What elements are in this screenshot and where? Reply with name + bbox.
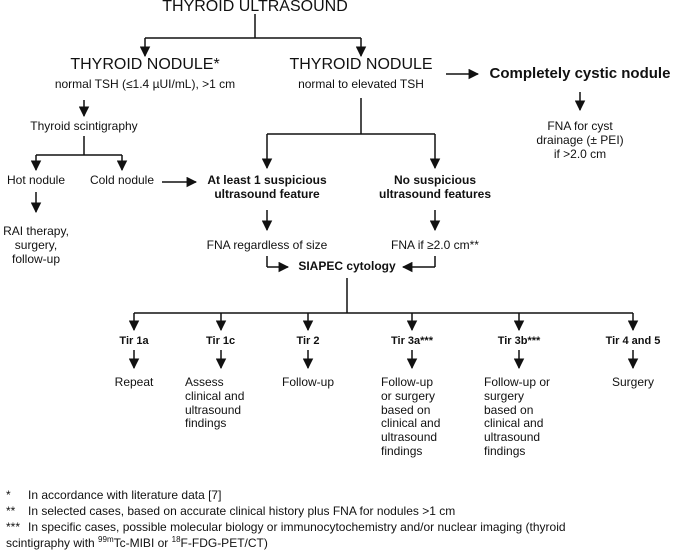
no-suspicious-feature: No suspicious ultrasound features	[378, 173, 492, 201]
cold-nodule: Cold nodule	[89, 173, 155, 187]
tir-label: Tir 1a	[119, 335, 149, 347]
tir-label: Tir 2	[296, 335, 320, 347]
thyroid-scintigraphy: Thyroid scintigraphy	[30, 119, 138, 133]
tir-label: Tir 4 and 5	[605, 335, 661, 347]
footnote-marker: **	[6, 504, 16, 518]
no-suspicious-fna: FNA if ≥2.0 cm**	[391, 238, 479, 252]
footnote-text: In accordance with literature data [7]	[28, 488, 222, 502]
connector-root	[145, 14, 361, 39]
footnote-3-continued: scintigraphy with 99mTc-MIBI or 18F-FDG-…	[6, 535, 268, 550]
footnote-3: *** In specific cases, possible molecular…	[6, 520, 566, 534]
tir-action: Follow-up or surgery based on clinical a…	[484, 375, 551, 458]
nodule-left-subtitle: normal TSH (≤1.4 µUI/mL), >1 cm	[54, 77, 236, 91]
footnote-text: In selected cases, based on accurate cli…	[28, 504, 456, 518]
cystic-nodule-action: FNA for cyst drainage (± PEI) if >2.0 cm	[536, 119, 624, 161]
diagram-title: THYROID ULTRASOUND	[162, 0, 348, 15]
tir-action: Follow-up or surgery based on clinical a…	[381, 375, 441, 458]
nodule-right-title: THYROID NODULE	[289, 56, 433, 73]
isotope-superscript: 99m	[98, 535, 114, 544]
tir-label: Tir 3b***	[497, 335, 541, 347]
hot-nodule: Hot nodule	[6, 173, 66, 187]
footnote-2: ** In selected cases, based on accurate c…	[6, 504, 455, 518]
suspicious-feature: At least 1 suspicious ultrasound feature	[207, 173, 327, 201]
hot-nodule-action: RAI therapy, surgery, follow-up	[3, 224, 69, 266]
isotope-superscript: 18	[171, 535, 181, 544]
tir-label: Tir 3a***	[391, 335, 433, 347]
tir-action: Repeat	[114, 375, 154, 389]
footnote-text: scintigraphy with	[6, 536, 99, 550]
siapec-cytology: SIAPEC cytology	[298, 259, 396, 273]
footnote-text: Tc-MIBI or	[113, 536, 172, 550]
cystic-nodule-title: Completely cystic nodule	[489, 65, 671, 82]
footnote-marker: ***	[6, 520, 21, 534]
tir-action: Surgery	[611, 375, 655, 389]
suspicious-fna: FNA regardless of size	[206, 238, 328, 252]
tir-action: Follow-up	[281, 375, 335, 389]
tir-action: Assess clinical and ultrasound findings	[185, 375, 245, 431]
footnote-text: F-FDG-PET/CT)	[180, 536, 268, 550]
tir-label: Tir 1c	[206, 335, 236, 347]
nodule-right-subtitle: normal to elevated TSH	[298, 77, 424, 91]
footnote-text: In specific cases, possible molecular bi…	[28, 520, 566, 534]
footnote-1: * In accordance with literature data [7]	[6, 488, 221, 502]
footnote-marker: *	[6, 488, 11, 502]
nodule-left-title: THYROID NODULE*	[70, 56, 220, 73]
